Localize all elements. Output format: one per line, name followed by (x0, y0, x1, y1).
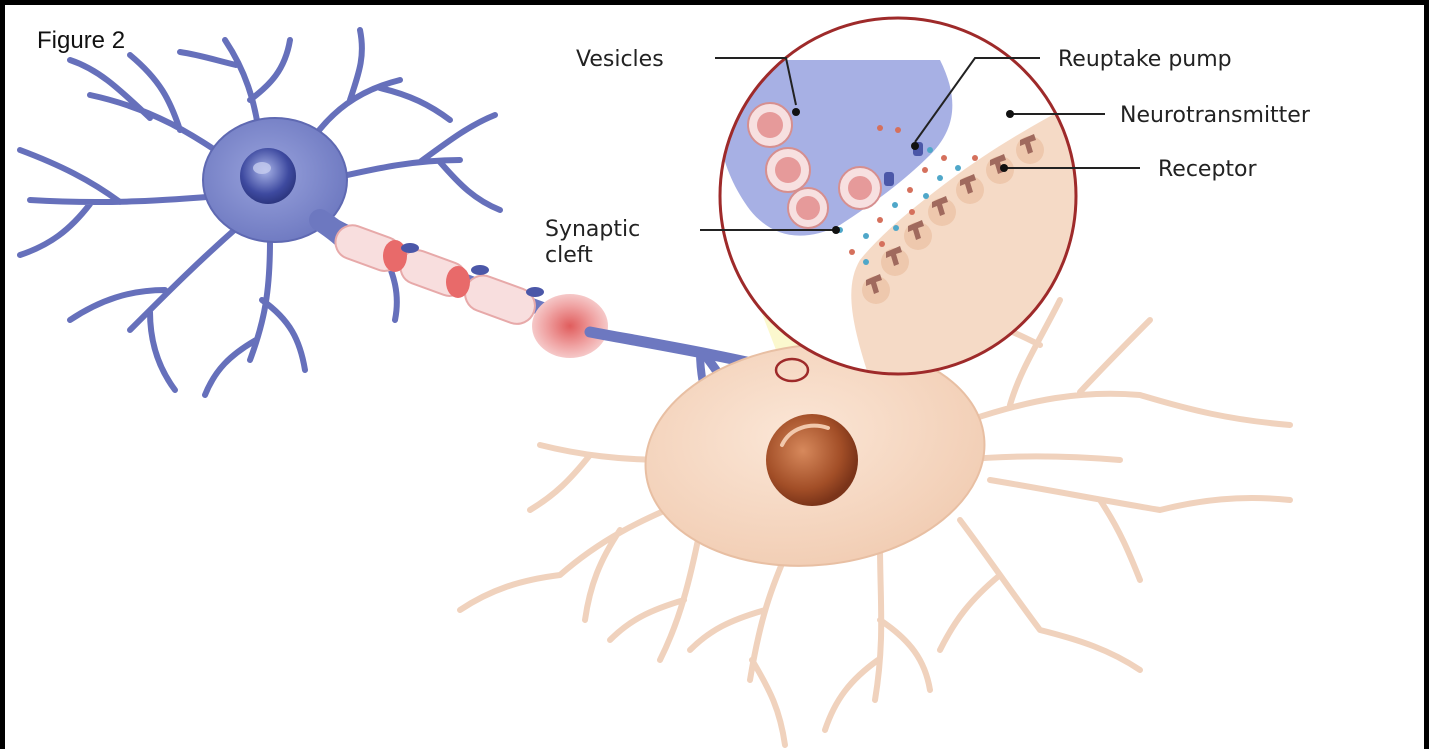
presynaptic-nucleus (240, 148, 296, 204)
postsynaptic-nucleus (766, 414, 858, 506)
axon-node-large (532, 294, 608, 358)
label-vesicles: Vesicles (576, 47, 664, 72)
label-receptor: Receptor (1158, 157, 1258, 182)
label-synaptic-cleft-line2: cleft (545, 243, 593, 268)
label-neurotransmitter: Neurotransmitter (1120, 103, 1311, 128)
label-reuptake-pump: Reuptake pump (1058, 47, 1232, 72)
label-synaptic-cleft-line1: Synaptic (545, 217, 640, 242)
